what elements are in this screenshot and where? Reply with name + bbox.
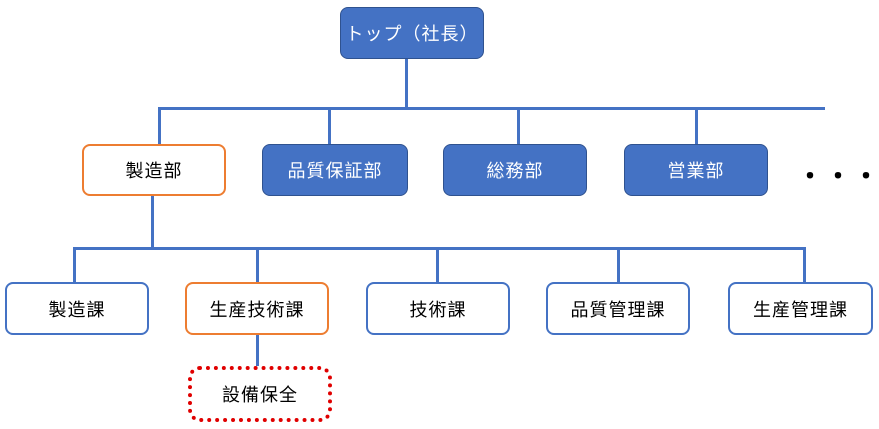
sub-equipment-maintenance: 設備保全 xyxy=(188,366,332,422)
section-manufacturing: 製造課 xyxy=(5,282,149,335)
dept-manufacturing: 製造部 xyxy=(82,144,226,196)
more-ellipsis: ・・・ xyxy=(797,162,879,192)
dept-sales: 営業部 xyxy=(624,144,768,196)
connector-dept-1 xyxy=(158,108,161,144)
section-production-control: 生産管理課 xyxy=(728,282,873,335)
section-engineering: 技術課 xyxy=(366,282,510,335)
dept-general-affairs: 総務部 xyxy=(443,144,587,196)
connector-section-bus xyxy=(73,247,806,250)
connector-dept-bus xyxy=(158,107,825,110)
connector-mfg-vertical xyxy=(151,195,154,248)
section-quality-control: 品質管理課 xyxy=(546,282,690,335)
section-production-engineering: 生産技術課 xyxy=(185,282,329,335)
dept-quality-assurance: 品質保証部 xyxy=(262,144,408,196)
connector-section-3 xyxy=(436,248,439,282)
connector-dept-3 xyxy=(517,108,520,144)
top-node: トップ（社長） xyxy=(340,7,484,59)
connector-dept-2 xyxy=(328,108,331,144)
connector-sub-vertical xyxy=(256,335,259,368)
connector-section-2 xyxy=(256,248,259,282)
connector-top-vertical xyxy=(405,58,408,108)
connector-dept-4 xyxy=(695,108,698,144)
connector-section-4 xyxy=(617,248,620,282)
connector-section-5 xyxy=(803,248,806,282)
connector-section-1 xyxy=(73,248,76,282)
